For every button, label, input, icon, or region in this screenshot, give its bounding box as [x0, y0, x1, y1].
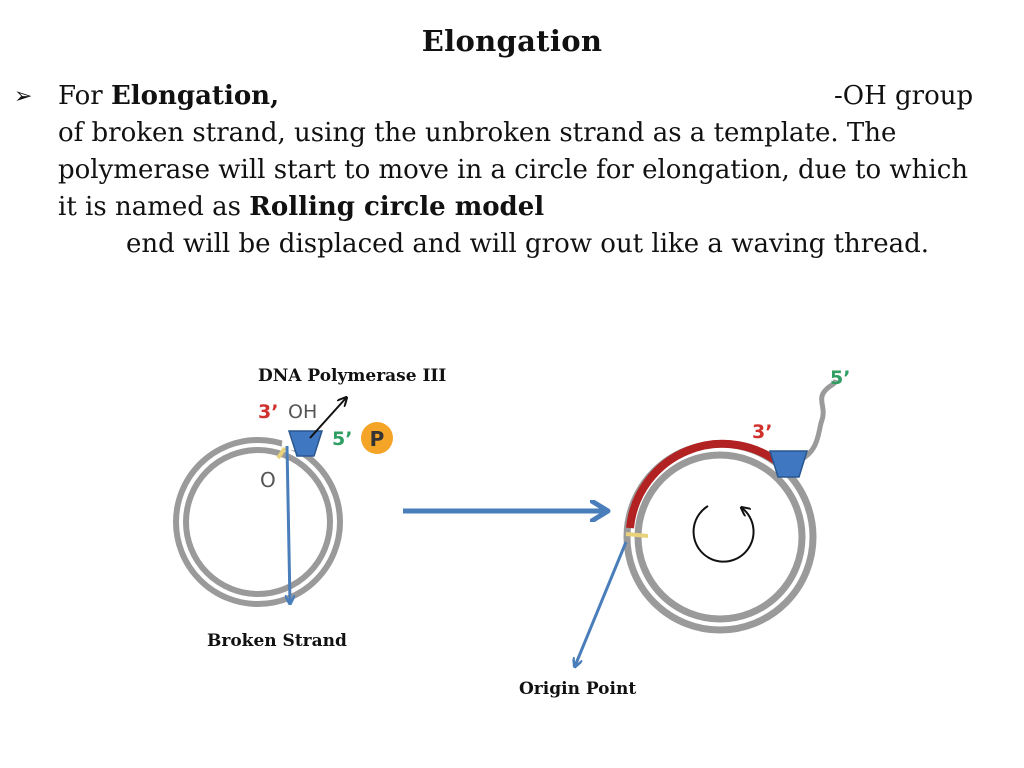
bullet-arrow-icon: ➢ [14, 84, 33, 109]
phosphate-circle [361, 422, 393, 454]
displaced-strand [798, 379, 839, 463]
slide-title: Elongation [421, 24, 603, 58]
bullet-line-4: it is named as Rolling circle model [58, 189, 544, 227]
label-broken-strand: Broken Strand [207, 631, 347, 651]
right-three-prime: 3’ [752, 421, 772, 443]
left-inner-strand [183, 447, 333, 597]
left-oh: OH [288, 401, 317, 423]
right-plasmid [623, 379, 839, 634]
right-inner-strand [634, 451, 806, 623]
left-five-prime: 5’ [332, 428, 352, 450]
bullet-line-1-tail: -OH group [834, 81, 974, 111]
label-origin-point: Origin Point [519, 679, 637, 699]
left-three-prime: 3’ [258, 401, 278, 423]
left-plasmid [173, 437, 343, 607]
bullet-paragraph: ➢ For Elongation, -OH group of broken st… [14, 78, 1014, 268]
bullet-line-1-prefix: For [58, 81, 111, 111]
phosphate-label: P [370, 427, 385, 451]
bullet-line-1: For Elongation, [58, 78, 279, 116]
polymerase-pointer-arrow [309, 398, 346, 439]
left-origin-label: O [260, 468, 276, 492]
left-outer-strand [173, 437, 343, 607]
bullet-line-4-bold: Rolling circle model [249, 192, 545, 222]
bullet-line-3: polymerase will start to move in a circl… [58, 155, 969, 185]
broken-strand-arrow [287, 445, 290, 603]
bullet-line-1-bold: Elongation, [110, 81, 280, 111]
bullet-line-5: end will be displaced and will grow out … [126, 229, 930, 259]
label-dna-polymerase: DNA Polymerase III [258, 366, 447, 386]
right-polymerase-icon [768, 450, 809, 478]
bullet-line-4-prefix: it is named as [58, 192, 250, 222]
left-origin-mark [276, 446, 287, 460]
left-polymerase-icon [287, 430, 324, 457]
bullet-line-2: of broken strand, using the unbroken str… [58, 118, 897, 148]
origin-point-arrow [575, 541, 628, 666]
right-origin-mark [625, 532, 649, 538]
rotation-arrow-icon [692, 505, 755, 563]
right-five-prime: 5’ [830, 367, 850, 389]
new-strand-red [626, 439, 787, 529]
